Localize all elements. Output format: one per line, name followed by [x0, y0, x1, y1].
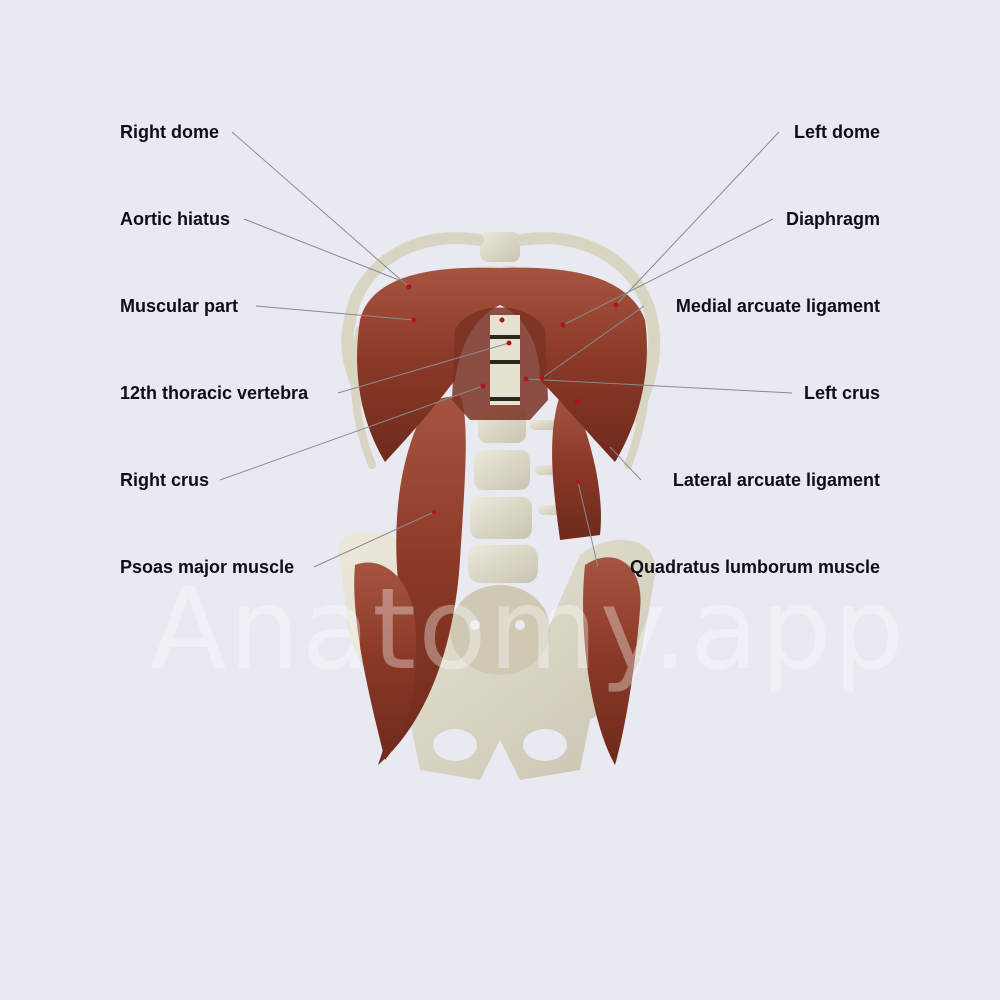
leader-lines	[219, 131, 793, 568]
label-lateral-arcuate-ligament: Lateral arcuate ligament	[672, 470, 880, 490]
label-medial-arcuate-ligament: Medial arcuate ligament	[675, 296, 880, 316]
label-psoas-major-muscle: Psoas major muscle	[120, 557, 295, 577]
label-diaphragm: Diaphragm	[785, 209, 880, 229]
label-left-crus: Left crus	[803, 383, 880, 403]
label-aortic-hiatus: Aortic hiatus	[120, 209, 231, 229]
label-left-dome: Left dome	[793, 122, 880, 142]
diaphragm	[357, 267, 647, 462]
watermark: Anatomy.app	[150, 565, 907, 695]
iliacus	[354, 557, 641, 765]
label-muscular-part: Muscular part	[120, 296, 239, 316]
label-12th-thoracic-vertebra: 12th thoracic vertebra	[120, 383, 309, 403]
label-quadratus-lumborum-muscle: Quadratus lumborum muscle	[629, 557, 880, 577]
label-right-dome: Right dome	[120, 122, 219, 142]
label-right-crus: Right crus	[120, 470, 210, 490]
ribs	[341, 232, 661, 469]
label-pins	[406, 284, 619, 514]
